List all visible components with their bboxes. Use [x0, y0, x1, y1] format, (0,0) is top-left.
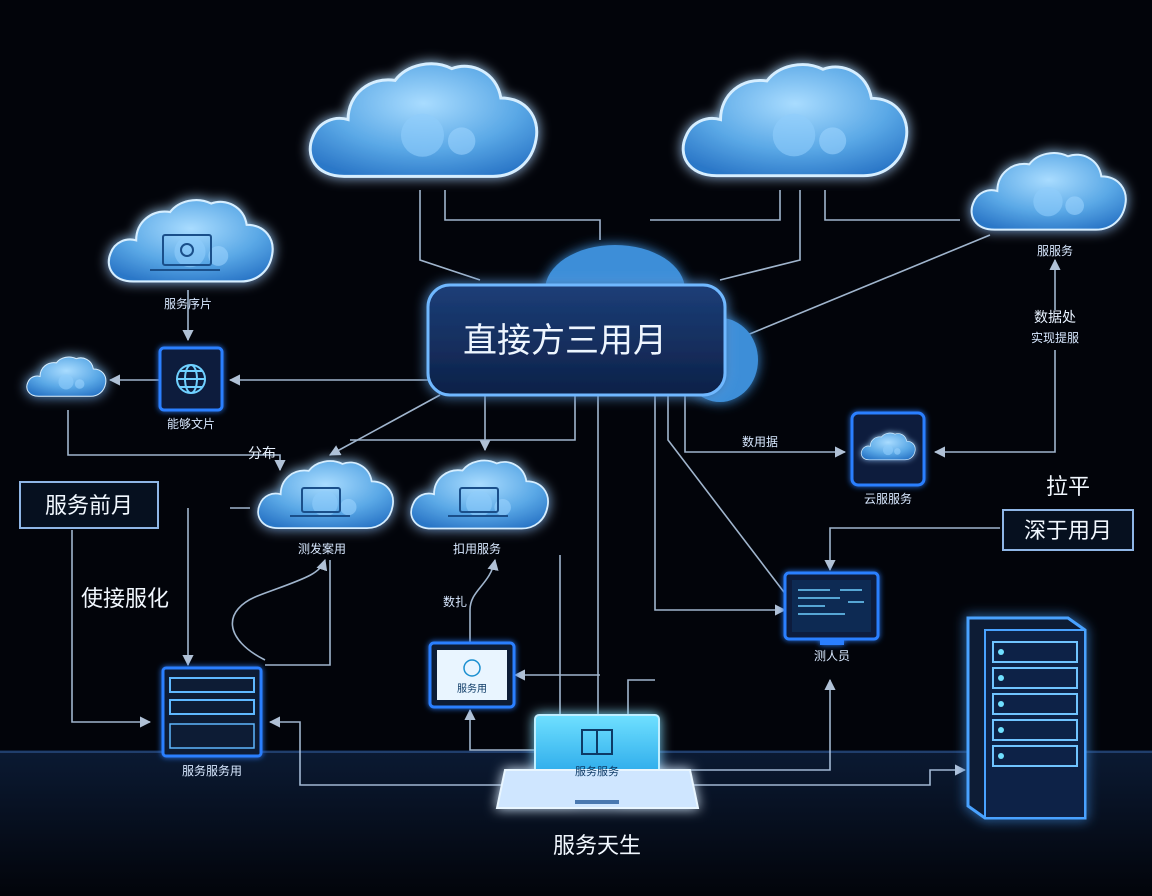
tablet-label: 服务用 — [457, 682, 487, 695]
bottom-label: 服务天生 — [553, 834, 641, 859]
top-left-cloud-label: 服务序片 — [164, 296, 212, 311]
right-cloud-node-label: 云服服务 — [864, 491, 912, 506]
right-top-cloud — [970, 152, 1127, 231]
globe-icon — [176, 364, 206, 394]
globe-node-label: 能够文片 — [167, 416, 215, 431]
right-heading: 拉平 — [1046, 475, 1090, 500]
mid-left-cloud — [257, 460, 395, 530]
connections — [67, 190, 1061, 786]
laptop-icon — [150, 234, 220, 271]
top-cloud-right — [681, 63, 909, 178]
right-stack-line1: 数据处 — [1034, 310, 1076, 326]
left-branch-label: 分布 — [248, 446, 276, 462]
mid-small-label: 数扎 — [443, 594, 467, 609]
mid-cloud — [410, 459, 549, 530]
left-box-label: 服务前月 — [45, 494, 133, 519]
monitor-code-lines — [798, 589, 864, 615]
book-icon — [581, 729, 613, 755]
hub-box — [426, 283, 727, 397]
mid-cloud-label: 扣用服务 — [453, 541, 501, 556]
laptop-screen-label: 服务服务 — [575, 765, 619, 778]
left-server — [161, 666, 263, 758]
right-arrow-label: 数用据 — [742, 434, 778, 449]
page-title: 直接方三用月 — [463, 321, 667, 361]
right-stack-line2: 实现提服 — [1031, 330, 1079, 345]
tablet-icon — [463, 659, 481, 677]
mid-left-cloud-label: 测发案用 — [298, 541, 346, 556]
left-server-label: 服务服务用 — [182, 763, 242, 778]
right-top-cloud-label: 服服务 — [1037, 243, 1073, 258]
top-cloud-left — [308, 62, 539, 178]
small-left-cloud — [26, 356, 107, 397]
monitor — [783, 571, 880, 645]
mid-left-laptop-icon — [290, 487, 350, 517]
right-box — [1002, 509, 1134, 551]
left-side-text: 使接服化 — [81, 587, 169, 612]
server-tower — [966, 616, 1087, 820]
left-box — [19, 481, 159, 529]
monitor-label: 测人员 — [814, 649, 850, 663]
right-box-label: 深于用月 — [1024, 519, 1112, 544]
mid-laptop-icon — [448, 487, 508, 517]
tablet — [428, 641, 516, 709]
